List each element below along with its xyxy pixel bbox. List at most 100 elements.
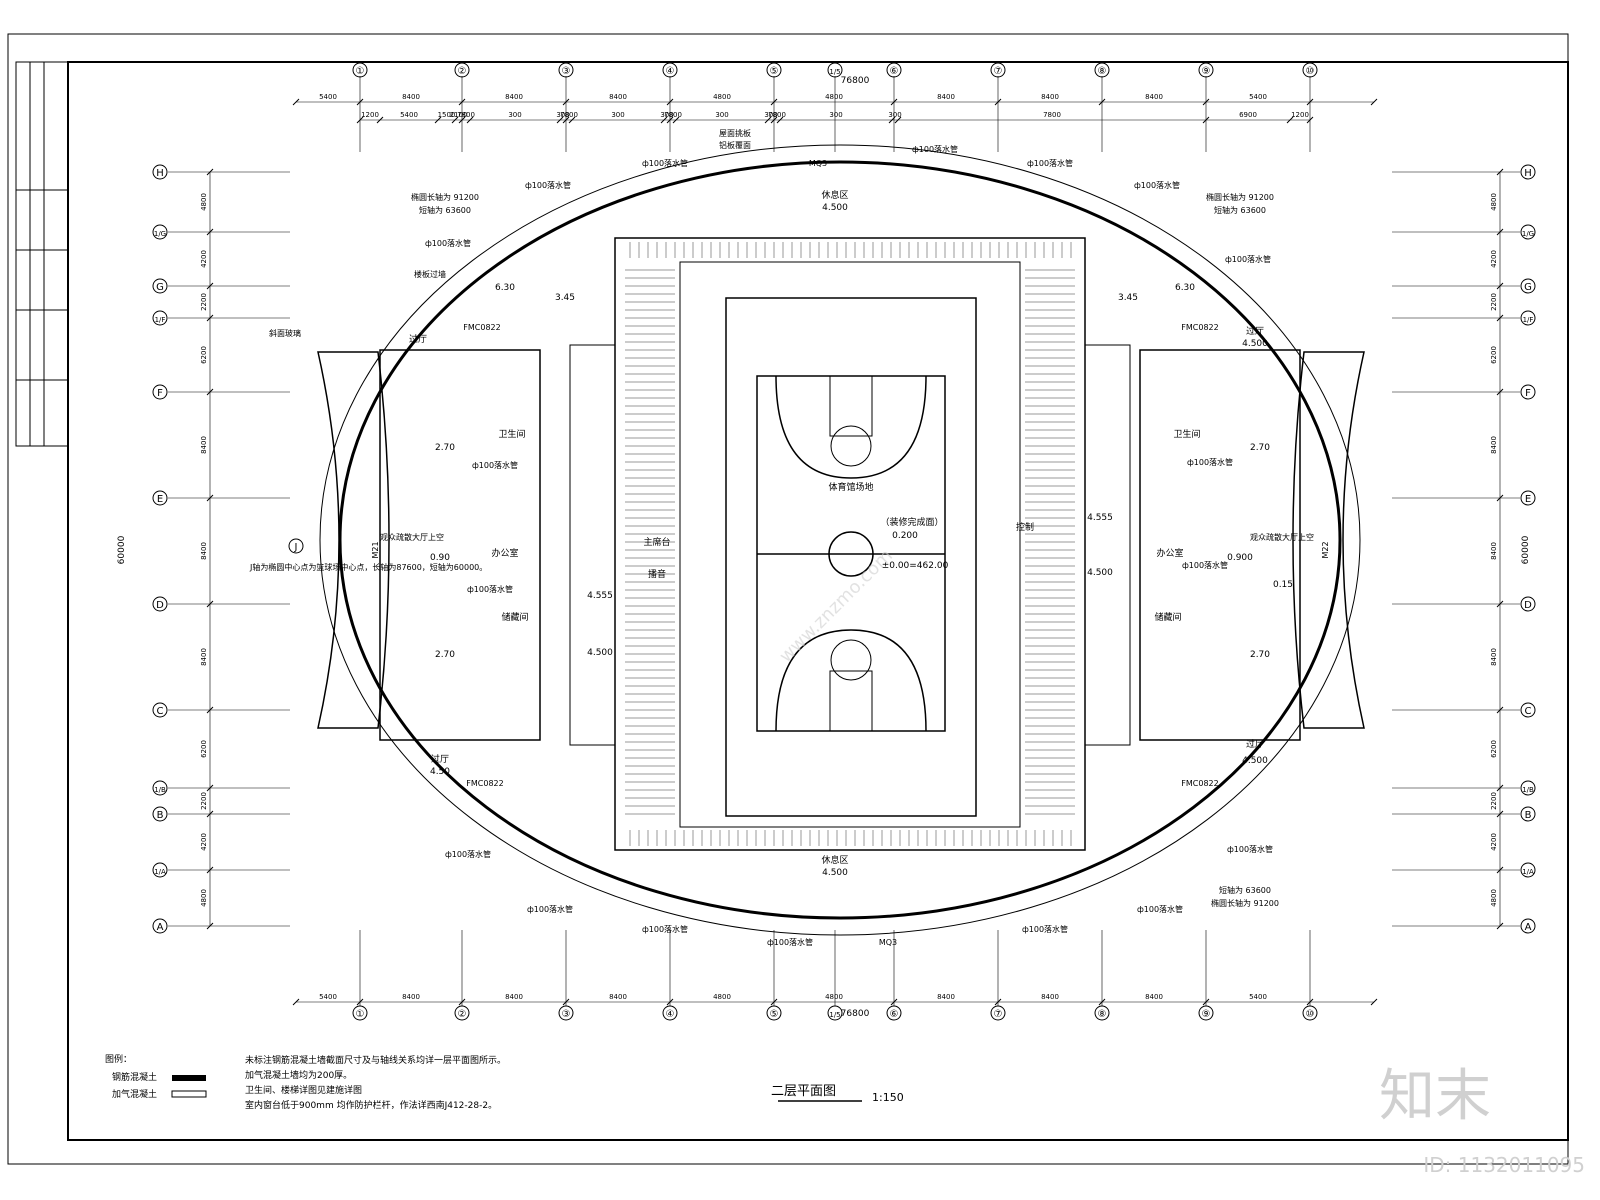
dimension-tick [206,866,214,874]
column-axis-label: ⑦ [994,1009,1003,1020]
dimension-text: 8400 [609,93,627,101]
dimension-text: 7800 [1043,111,1061,119]
row-axis-label: 1/B [154,786,166,794]
dimension-tick [206,600,214,608]
dimension-tick [890,98,898,106]
dimension-tick [1496,282,1504,290]
row-axis-label: F [1525,388,1531,399]
dimension-text: 8400 [200,436,208,454]
dimension-tick [770,98,778,106]
stair-level-3: 2.70 [1250,443,1270,453]
column-axis-bubble [662,1005,678,1021]
office-left: 办公室 [491,547,518,559]
dimension-text: 2200 [200,293,208,311]
column-axis-bubble [1302,1005,1318,1021]
dimension-tick [1496,810,1504,818]
row-axis-label: D [1524,600,1532,611]
column-axis-label: 1/5 [829,1011,840,1019]
dimension-text: 2200 [1490,792,1498,810]
row-axis-bubble [152,596,168,612]
watermark: 知末 www.znzmo.com ID: 1132011095 [775,545,1585,1177]
dimension-tick [206,388,214,396]
room-labels: 体育馆场地 （装修完成面） 0.200 ±0.00=462.00 休息区 4.5… [380,189,1314,878]
dimension-text: 300 [660,111,673,119]
dimension-tick [556,116,564,124]
stair-level-9: 0.15 [1273,580,1293,590]
stair-level-8: 6.30 [1175,283,1195,293]
row-axis-label: 1/A [1522,868,1534,876]
dimension-text: 4800 [825,993,843,1001]
ellipse-long-bottom: 椭圆长轴为 91200 [1211,898,1279,908]
slope-glass-note: 斜面玻璃 [269,328,301,338]
dimension-text: 6200 [200,740,208,758]
column-axis-bubble [766,1005,782,1021]
dimension-text: 4200 [1490,833,1498,851]
dimension-text: 4800 [825,93,843,101]
dimension-text: 300 [764,111,777,119]
drawing-title: 二层平面图 [771,1084,836,1099]
lobby-top-right-level: 4.500 [1242,339,1268,349]
row-axis-label: H [1524,168,1532,179]
column-axis-label: ⑩ [1306,1009,1315,1020]
row-axis-bubble [1520,278,1536,294]
dimension-tick [206,282,214,290]
dimension-text: 8400 [1041,93,1059,101]
column-axis-label: ③ [562,1009,571,1020]
wc-right: 卫生间 [1173,428,1200,440]
j-axis-note: J J轴为椭圆中心点为篮球场中心点，长轴为87600，短轴为60000。 [249,538,487,572]
dimension-text: 4800 [1490,889,1498,907]
row-axis-label: C [1525,706,1532,717]
row-axis-bubble [1520,310,1536,326]
row-axis-bubble [1520,862,1536,878]
row-axis-label: H [156,168,164,179]
dimension-tick [292,98,300,106]
dimension-text: 4200 [1490,250,1498,268]
row-axis-label: E [1525,494,1531,505]
dimension-text: 4800 [200,193,208,211]
dimension-text: 8400 [1490,542,1498,560]
dimension-tick [206,228,214,236]
dimension-tick [568,116,576,124]
drain-note-5: ф100落水管 [1134,180,1180,190]
drain-note-18: ф100落水管 [1022,924,1068,934]
row-axis-bubble [152,490,168,506]
dimension-tick [206,810,214,818]
row-axis-bubble [152,224,168,240]
dimension-text: 8400 [1145,93,1163,101]
column-axis-bubble [352,62,368,78]
note-4: 室内窗台低于900mm 均作防护栏杆，作法详西南J412-28-2。 [245,1099,497,1111]
row-axis-label: B [157,810,164,821]
row-axis-label: 1/F [1523,316,1534,324]
stair-level-6: 6.30 [495,283,515,293]
drain-note-14: ф100落水管 [527,904,573,914]
base-level: ±0.00=462.00 [882,561,949,571]
column-axis-label: 1/5 [829,68,840,76]
dimension-text: 2200 [200,792,208,810]
row-axis-label: C [157,706,164,717]
dimension-text: 300 [829,111,842,119]
watermark-logo: 知末 [1379,1064,1491,1129]
dimension-tick [890,998,898,1006]
row-axis-label: A [157,922,164,933]
dimension-text: 8400 [609,993,627,1001]
column-axis-bubble [1094,1005,1110,1021]
dimension-tick [1496,314,1504,322]
dimension-tick [206,494,214,502]
dimension-text: 8400 [1041,993,1059,1001]
dimension-tick [770,116,778,124]
dimension-tick [1496,494,1504,502]
row-axis-label: B [1525,810,1532,821]
dimension-tick [1370,98,1378,106]
column-axis-label: ⑥ [890,66,899,77]
dimension-tick [1202,116,1210,124]
dimension-tick [1098,98,1106,106]
column-axis-label: ⑧ [1098,1009,1107,1020]
dimension-tick [1306,98,1314,106]
dimension-tick [1496,168,1504,176]
dimension-tick [458,98,466,106]
court-note: （装修完成面） [880,516,943,528]
dimension-tick [376,116,384,124]
